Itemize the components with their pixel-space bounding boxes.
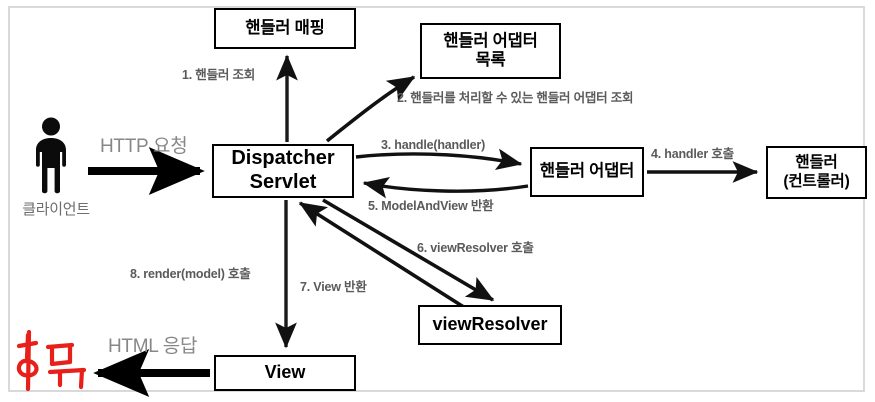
- step-3-label: 3. handle(handler): [381, 138, 486, 152]
- node-handler-adapter-list-line2: 목록: [475, 51, 506, 69]
- node-handler-adapter-list-label: 핸들러 어댑터 목록: [422, 32, 559, 71]
- node-view[interactable]: View: [214, 355, 356, 391]
- step-8-label: 8. render(model) 호출: [130, 267, 251, 281]
- step-2-label: 2. 핸들러를 처리할 수 있는 핸들러 어댑터 조회: [397, 91, 634, 105]
- client-caption: 클라이언트: [22, 201, 90, 218]
- node-handler-controller-line1: 핸들러: [795, 154, 838, 172]
- node-dispatcher-servlet-label: Dispatcher Servlet: [214, 147, 352, 194]
- node-handler-mapping[interactable]: 핸들러 매핑: [214, 8, 356, 49]
- node-view-resolver-label: viewResolver: [432, 314, 548, 335]
- node-dispatcher-servlet-line1: Dispatcher: [231, 147, 335, 170]
- step-7-label: 7. View 반환: [300, 280, 367, 294]
- handwritten-screen-icon: [16, 330, 87, 392]
- node-handler-mapping-label: 핸들러 매핑: [245, 18, 325, 37]
- step-1-label: 1. 핸들러 조회: [182, 68, 256, 82]
- node-handler-adapter-list-line1: 핸들러 어댑터: [443, 31, 538, 50]
- node-dispatcher-servlet[interactable]: Dispatcher Servlet: [212, 144, 354, 198]
- node-handler-adapter[interactable]: 핸들러 어댑터: [530, 147, 644, 197]
- node-dispatcher-servlet-line2: Servlet: [249, 171, 317, 193]
- step-5-label: 5. ModelAndView 반환: [368, 199, 494, 213]
- step-6-label: 6. viewResolver 호출: [417, 241, 534, 255]
- node-handler-controller-line2: (컨트롤러): [783, 172, 850, 190]
- node-view-label: View: [264, 362, 306, 383]
- node-handler-controller[interactable]: 핸들러 (컨트롤러): [766, 146, 867, 199]
- person-icon: [36, 117, 66, 194]
- http-response-label: HTML 응답: [108, 336, 198, 357]
- node-handler-adapter-label: 핸들러 어댑터: [539, 162, 635, 181]
- http-request-label: HTTP 요청: [100, 136, 188, 157]
- node-handler-controller-label: 핸들러 (컨트롤러): [768, 154, 865, 191]
- step-4-label: 4. handler 호출: [651, 147, 734, 161]
- node-handler-adapter-list[interactable]: 핸들러 어댑터 목록: [420, 23, 561, 79]
- node-view-resolver[interactable]: viewResolver: [418, 305, 562, 345]
